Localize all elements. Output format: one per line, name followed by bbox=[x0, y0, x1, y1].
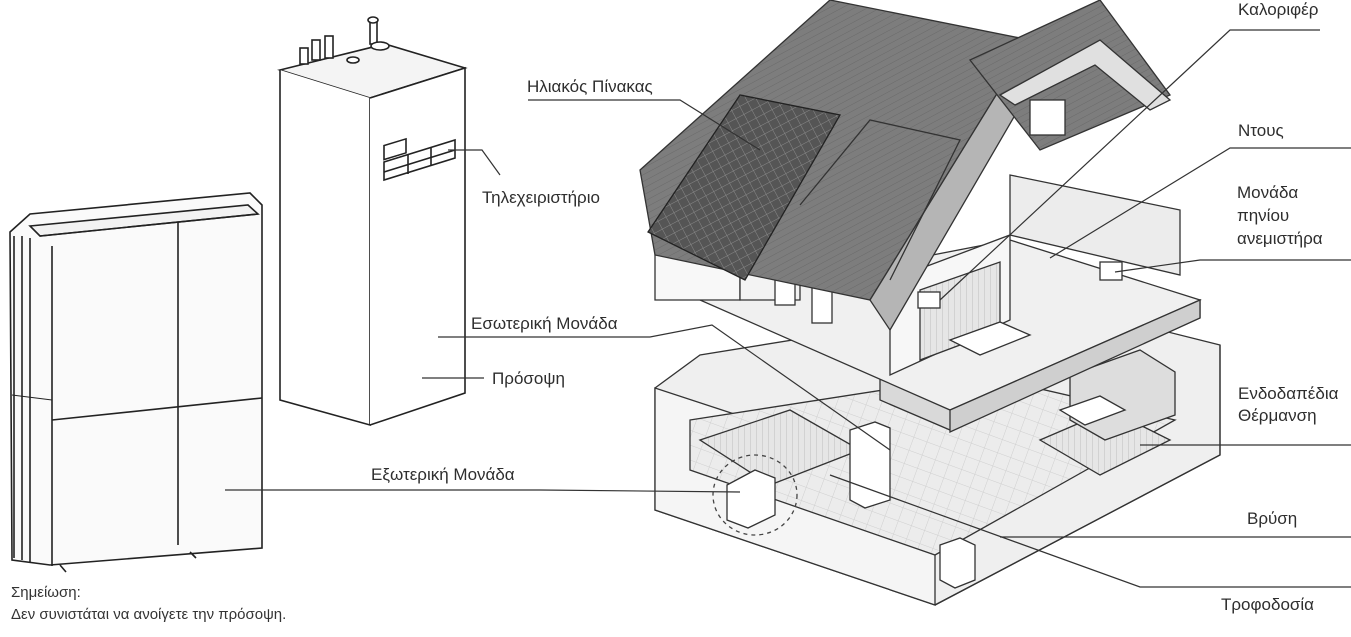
outdoor-unit-label: Εξωτερική Μονάδα bbox=[371, 465, 515, 485]
floor-heating-label-line1: Ενδοδαπέδια bbox=[1238, 384, 1338, 404]
shower-label: Ντους bbox=[1238, 121, 1284, 141]
floor-heating-label-line2: Θέρμανση bbox=[1238, 406, 1338, 426]
house-illustration bbox=[640, 0, 1220, 605]
radiator-label: Καλοριφέρ bbox=[1238, 0, 1318, 20]
solar-panel-label: Ηλιακός Πίνακας bbox=[527, 77, 653, 97]
power-supply-label: Τροφοδοσία bbox=[1221, 595, 1314, 615]
remote-controller-label: Τηλεχειριστήριο bbox=[482, 188, 600, 208]
floor-heating-label: Ενδοδαπέδια Θέρμανση bbox=[1238, 384, 1338, 426]
outdoor-unit-illustration bbox=[10, 193, 262, 572]
fan-coil-label-line3: ανεμιστήρα bbox=[1237, 229, 1323, 249]
faucet-label: Βρύση bbox=[1247, 509, 1297, 529]
indoor-unit-illustration bbox=[280, 17, 465, 425]
note-text: Δεν συνιστάται να ανοίγετε την πρόσοψη. bbox=[11, 604, 286, 626]
note: Σημείωση: Δεν συνιστάται να ανοίγετε την… bbox=[11, 582, 286, 626]
indoor-unit-label: Εσωτερική Μονάδα bbox=[471, 314, 618, 334]
fan-coil-label-line2: πηνίου bbox=[1237, 206, 1323, 226]
fan-coil-unit-label: Μονάδα πηνίου ανεμιστήρα bbox=[1237, 183, 1323, 249]
front-panel-label: Πρόσοψη bbox=[492, 369, 565, 389]
fan-coil-label-line1: Μονάδα bbox=[1237, 183, 1323, 203]
note-title: Σημείωση: bbox=[11, 582, 286, 604]
